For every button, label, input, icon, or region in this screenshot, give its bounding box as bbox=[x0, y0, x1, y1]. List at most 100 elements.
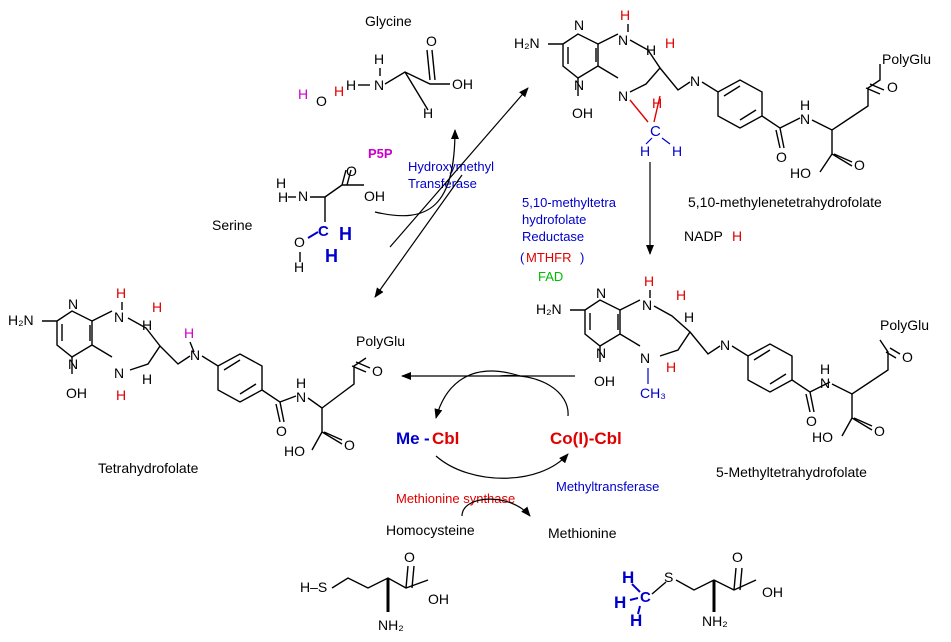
mthfr-abbr: MTHFR bbox=[526, 250, 572, 265]
glycine-h-atom-3: H bbox=[346, 77, 356, 93]
glycine-n-atom: N bbox=[374, 77, 384, 93]
methyl-thf-h-red: H bbox=[644, 273, 654, 289]
mthf-n-atom: N bbox=[574, 17, 584, 33]
serine-h-atom-3: H bbox=[294, 259, 304, 275]
serine-c-atom: C bbox=[318, 223, 329, 240]
mthf-c-blue: C bbox=[650, 123, 661, 140]
water-h-atom-2: H bbox=[334, 83, 344, 99]
mthf-h2n: H₂N bbox=[514, 35, 540, 51]
methyl-thf-ho: HO bbox=[812, 429, 833, 445]
methyl-thf-h-red-2: H bbox=[676, 287, 686, 303]
thf-h-red: H bbox=[116, 285, 126, 301]
glycine-label: Glycine bbox=[365, 13, 412, 29]
met-h-blue-3: H bbox=[630, 611, 642, 630]
thf-o-atom-3: O bbox=[344, 437, 355, 453]
met-h-blue-2: H bbox=[614, 593, 626, 612]
met-h-blue: H bbox=[622, 568, 634, 587]
thf-o-atom: O bbox=[276, 423, 287, 439]
mthf-h-blue-2: H bbox=[672, 143, 682, 159]
mthfr-label-3: Reductase bbox=[522, 229, 584, 244]
thf-to-methylene-arrow bbox=[389, 87, 529, 248]
mthf-n-atom-6: N bbox=[800, 111, 810, 127]
serine-structure: H H N O OH C H H O H bbox=[276, 163, 385, 275]
homocysteine-to-methionine-arrow bbox=[461, 498, 531, 517]
mthf-h-red-2: H bbox=[665, 35, 675, 51]
methyl-thf-n-atom-3: N bbox=[642, 297, 652, 313]
methyl-thf-structure: H₂N N N N H H H N H OH CH₃ N O N H O Pol… bbox=[536, 273, 929, 445]
mthf-h-red-3: H bbox=[652, 95, 662, 111]
homocysteine-label: Homocysteine bbox=[386, 522, 475, 538]
methylene-thf-label: 5,10-methylenetetrahydrofolate bbox=[688, 194, 882, 210]
methionine-label: Methionine bbox=[548, 525, 617, 541]
methyl-thf-ch3: CH₃ bbox=[640, 385, 666, 401]
thf-n-atom: N bbox=[68, 296, 78, 312]
methionine-structure: H H C H S O OH NH₂ bbox=[614, 549, 783, 630]
met-c-blue: C bbox=[640, 589, 651, 606]
thf-n-atom-3: N bbox=[114, 309, 124, 325]
diagonal-arrow-to-thf bbox=[374, 174, 463, 298]
methyl-thf-polyglu: PolyGlu bbox=[880, 317, 929, 333]
glycine-h-atom: H bbox=[374, 51, 384, 67]
methyltransferase-label: Methyltransferase bbox=[556, 479, 659, 494]
homocysteine-structure: H–S O OH NH₂ bbox=[300, 549, 449, 633]
serine-h-blue-2: H bbox=[325, 246, 338, 266]
hcy-nh2: NH₂ bbox=[378, 617, 404, 633]
glycine-o-atom: O bbox=[426, 33, 437, 49]
methyl-thf-h-red-3: H bbox=[666, 359, 676, 375]
mthfr-paren-open: ( bbox=[520, 250, 525, 265]
mthf-o-atom-3: O bbox=[854, 157, 865, 173]
glycine-structure: H N H O OH H bbox=[346, 33, 473, 121]
serine-n-atom: N bbox=[298, 188, 308, 204]
methyl-thf-n-atom-6: N bbox=[820, 375, 830, 391]
methyl-thf-oh: OH bbox=[594, 373, 615, 389]
thf-h-red-2: H bbox=[152, 299, 162, 315]
methyl-thf-n-atom-4: N bbox=[640, 350, 650, 366]
mecbl-to-co-arc bbox=[435, 453, 569, 479]
water-o-atom: O bbox=[316, 93, 327, 109]
mthf-h-blue: H bbox=[640, 143, 650, 159]
methylene-thf-structure: H₂N N N N H H H N H OH C H H N O N H O P… bbox=[514, 7, 931, 181]
mthf-n-atom-5: N bbox=[690, 73, 700, 89]
nadph-prefix: NADP bbox=[684, 228, 723, 244]
met-oh: OH bbox=[762, 584, 783, 600]
serine-oh-atom: OH bbox=[364, 188, 385, 204]
serine-o-atom-2: O bbox=[294, 234, 305, 250]
methyl-thf-o-atom-2: O bbox=[902, 349, 913, 365]
methyl-thf-n-atom-5: N bbox=[720, 337, 730, 353]
methyl-thf-h2n: H₂N bbox=[536, 301, 562, 317]
mecbl-cbl-part: Cbl bbox=[432, 429, 459, 448]
glycine-h-atom-2: H bbox=[423, 105, 433, 121]
mthf-o-atom: O bbox=[776, 149, 787, 165]
hcy-o-atom: O bbox=[404, 549, 415, 565]
mthf-h-atom: H bbox=[646, 42, 656, 58]
fad-cofactor: FAD bbox=[538, 269, 563, 284]
methionine-synthase-label: Methionine synthase bbox=[396, 491, 515, 506]
hcy-hs: H–S bbox=[300, 579, 327, 595]
thf-n-atom-2: N bbox=[68, 356, 78, 372]
thf-h-red-3: H bbox=[116, 387, 126, 403]
mthf-o-atom-2: O bbox=[887, 79, 898, 95]
mthf-n-atom-3: N bbox=[618, 32, 628, 48]
thf-n-atom-5: N bbox=[190, 347, 200, 363]
mthf-h-red: H bbox=[620, 7, 630, 23]
mthfr-paren-close: ) bbox=[580, 250, 584, 265]
mthf-ho: HO bbox=[790, 165, 811, 181]
mthfr-label-1: 5,10-methyltetra bbox=[522, 195, 617, 210]
glycine-oh-atom: OH bbox=[452, 76, 473, 92]
met-s-atom: S bbox=[664, 569, 673, 585]
upper-right-arc bbox=[499, 374, 569, 417]
serine-h-blue: H bbox=[339, 224, 352, 244]
co-to-mecbl-arc bbox=[434, 370, 521, 419]
methyl-thf-label: 5-Methyltetrahydrofolate bbox=[716, 464, 867, 480]
thf-n-atom-6: N bbox=[296, 389, 306, 405]
hcy-oh: OH bbox=[428, 591, 449, 607]
mthf-polyglu: PolyGlu bbox=[882, 51, 931, 67]
hydroxymethyl-label-2: Transferase bbox=[408, 176, 477, 191]
mthf-n-atom-4: N bbox=[618, 88, 628, 104]
methyl-thf-n-atom: N bbox=[596, 285, 606, 301]
thf-h-atom-3: H bbox=[296, 375, 306, 391]
methyl-thf-o-atom: O bbox=[806, 413, 817, 429]
serine-label: Serine bbox=[212, 217, 253, 233]
